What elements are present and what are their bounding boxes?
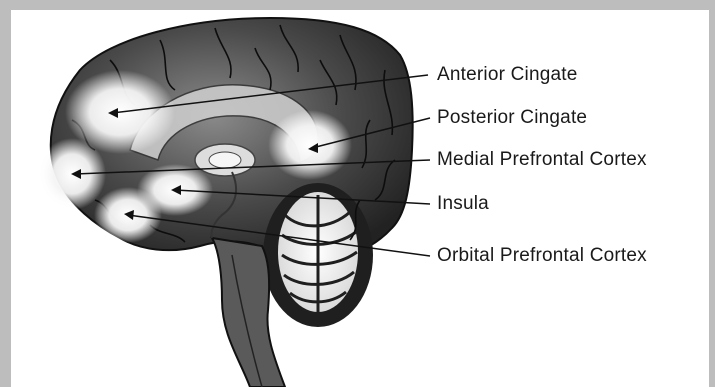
label-orbital-prefrontal-cortex: Orbital Prefrontal Cortex [437, 245, 647, 267]
label-insula: Insula [437, 193, 489, 215]
cerebellum [263, 183, 373, 327]
label-anterior-cingate: Anterior Cingate [437, 64, 578, 86]
label-medial-prefrontal-cortex: Medial Prefrontal Cortex [437, 149, 647, 171]
label-posterior-cingate: Posterior Cingate [437, 107, 587, 129]
